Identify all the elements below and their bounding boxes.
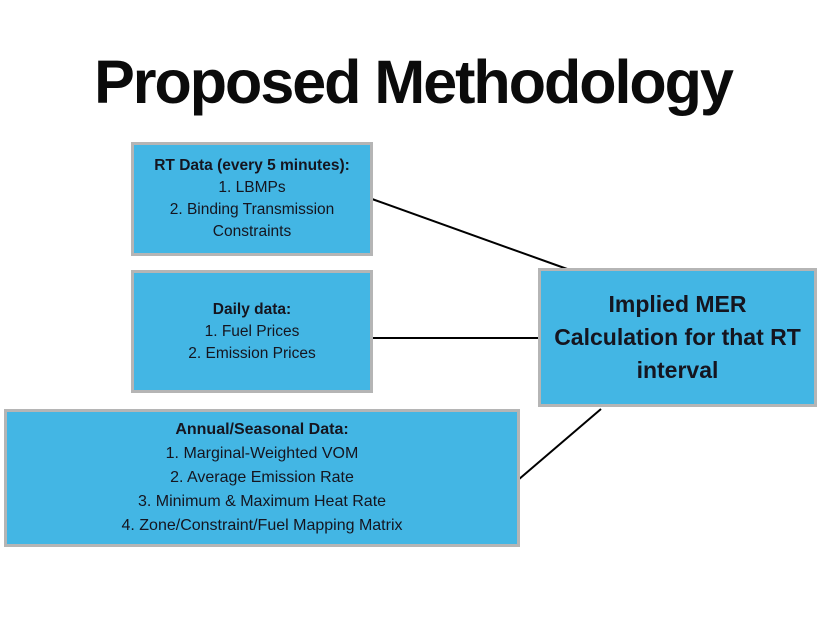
implied-mer-label: Implied MER Calculation for that RT inte… [554,291,801,383]
annual-data-item: 4. Zone/Constraint/Fuel Mapping Matrix [121,517,403,534]
annual-data-item: 1. Marginal-Weighted VOM [165,445,359,462]
slide-title: Proposed Methodology [94,48,734,116]
daily-data-heading: Daily data: [212,300,292,318]
rt-data-item: 1. LBMPs [218,179,286,196]
daily-data-item: 1. Fuel Prices [204,322,300,340]
connector-annual-to-result [517,408,602,481]
annual-data-item: 3. Minimum & Maximum Heat Rate [137,493,387,510]
rt-data-heading: RT Data (every 5 minutes): [154,157,350,174]
rt-data-box: RT Data (every 5 minutes): 1. LBMPs 2. B… [131,142,373,256]
annual-data-item: 2. Average Emission Rate [170,469,354,486]
daily-data-item: 2. Emission Prices [188,344,316,362]
rt-data-item: 2. Binding Transmission Constraints [169,201,335,240]
annual-data-heading: Annual/Seasonal Data: [175,421,349,438]
daily-data-box: Daily data: 1. Fuel Prices 2. Emission P… [131,270,373,393]
connector-rt-to-result [371,198,571,271]
implied-mer-result-box: Implied MER Calculation for that RT inte… [538,268,817,407]
annual-seasonal-data-box: Annual/Seasonal Data: 1. Marginal-Weight… [4,409,520,547]
